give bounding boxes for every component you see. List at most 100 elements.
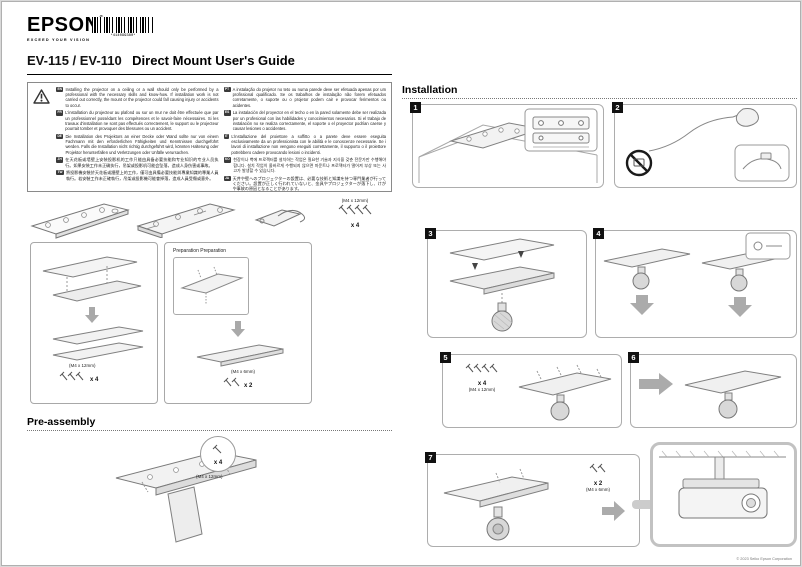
copyright-text: © 2023 Seiko Epson Corporation: [736, 557, 792, 561]
installation-rule: [402, 98, 797, 99]
step7-screw-callout: x 2 (M4 x 6mm): [568, 463, 628, 492]
barcode: *414099380*: [92, 17, 154, 38]
step3-diagram: [449, 238, 555, 332]
lang-tag: TW: [56, 170, 64, 176]
step-number-badge: 4: [593, 228, 604, 239]
warning-row-ko: KO 천장이나 벽에 프로젝터를 설치하는 작업은 필요한 기술과 지식을 갖춘…: [223, 157, 386, 173]
preparation-screw-spec: (M4 x 6mm): [231, 369, 255, 374]
warning-icon: [33, 87, 51, 187]
preparation-box: Preparation Preparation (M4 x 6mm): [164, 242, 312, 404]
document-title: EV-115 / EV-110 Direct Mount User's Guid…: [27, 52, 392, 75]
final-installation-diagram: [659, 450, 786, 519]
step-number-badge: 5: [440, 352, 451, 363]
step-box-5: 5 x 4 (M4 x 12mm): [440, 352, 622, 428]
step6-diagram: [639, 370, 782, 419]
step7-screw-qty: x 2: [593, 481, 603, 487]
warning-text: Installing the projector on a ceiling or…: [65, 87, 219, 108]
assembly-screw-row: x 4: [59, 371, 98, 389]
step7-final-connector: [632, 500, 658, 509]
step-number-badge: 3: [425, 228, 436, 239]
parts-screw-spec: (M4 x 12mm): [341, 198, 369, 203]
step-number-badge: 2: [612, 102, 623, 113]
step-box-3: 3: [425, 228, 587, 338]
preassembly-screw-qty: x 4: [213, 460, 223, 466]
barcode-bars: [92, 17, 154, 33]
part-ceiling-plate-diagram: [134, 196, 236, 243]
step-number-badge: 1: [410, 102, 421, 113]
warning-row-pt: PT A instalação do projetor no teto ou n…: [223, 87, 386, 108]
warning-text: L'installazione del proiettore a soffitt…: [231, 133, 386, 155]
preassembly-screw-spec: (M4 x 12mm): [196, 474, 223, 479]
warning-row-en: EN Installing the projector on a ceiling…: [56, 87, 219, 108]
step1-diagram: [418, 108, 598, 183]
warning-text: 天井や壁へのプロジェクターの設置は、必要な技術と知識を持つ専門業者が行ってくださ…: [232, 175, 386, 191]
lang-tag: KO: [223, 157, 232, 163]
lang-tag: FR: [56, 110, 64, 116]
assembly-exploded-diagram: [37, 251, 149, 310]
part-bracket-cable-diagram: [248, 200, 312, 243]
lang-tag: DE: [56, 133, 64, 140]
assembly-plates-diagram: [49, 325, 149, 366]
step7-screw-spec: (M4 x 6mm): [586, 487, 610, 492]
final-result-box: [650, 442, 797, 547]
step-box-1: 1: [410, 102, 604, 188]
part-mount-rail-diagram: [28, 198, 130, 245]
down-arrow-icon: [231, 321, 245, 342]
warning-text: La instalación del proyector en el techo…: [232, 110, 386, 132]
step5-screw-spec: (M4 x 12mm): [468, 387, 496, 392]
preparation-label: Preparation Preparation: [173, 248, 227, 254]
step5-diagram: [513, 361, 617, 428]
lang-tag: PT: [223, 87, 231, 93]
screws-icon: [223, 377, 241, 395]
warning-row-it: IT L'installazione del proiettore a soff…: [223, 133, 386, 155]
step-box-7: 7 x 2 (M4 x 6mm): [425, 452, 640, 550]
parts-screw-callout: (M4 x 12mm) x 4: [324, 198, 386, 229]
warning-row-de: DE Die Installation des Projektors an ei…: [56, 133, 219, 155]
lang-tag: ZH: [56, 157, 64, 163]
warning-row-tw: TW 將投影機安裝於天花板或牆壁上的工作，僅可由具備必要技能與專業知識的專業人員…: [56, 170, 219, 181]
preparation-inset-box: [173, 257, 249, 315]
assembly-screw-spec: (M4 x 12mm): [69, 363, 96, 368]
warning-text: 將投影機安裝於天花板或牆壁上的工作，僅可由具備必要技能與專業知識的專業人員執行。…: [65, 170, 219, 181]
parts-screw-qty: x 4: [350, 223, 360, 229]
lang-tag: JA: [223, 175, 231, 181]
preassembly-screw-callout: x 4: [200, 436, 236, 472]
lang-tag: ES: [223, 110, 231, 116]
lang-tag: EN: [56, 87, 64, 93]
step7-diagram: [436, 459, 576, 550]
down-arrow-icon: [85, 307, 99, 328]
title-models: EV-115 / EV-110: [27, 53, 122, 68]
screws-icon: [568, 463, 628, 481]
warning-text: 천장이나 벽에 프로젝터를 설치하는 작업은 필요한 기술과 지식을 갖춘 전문…: [233, 157, 386, 173]
preparation-screw-row: x 2: [223, 377, 252, 395]
title-name: Direct Mount User's Guide: [132, 53, 295, 68]
preassembly-rule: [27, 430, 392, 431]
lang-tag: IT: [223, 133, 230, 140]
step2-diagram: [625, 108, 790, 182]
warning-box: EN Installing the projector on a ceiling…: [27, 82, 392, 192]
warning-column-left: EN Installing the projector on a ceiling…: [56, 87, 219, 187]
step5-screw-qty: x 4: [477, 381, 487, 387]
preassembly-heading: Pre-assembly: [27, 416, 96, 428]
assembly-screw-qty: x 4: [90, 377, 99, 383]
screw-icon: [212, 442, 224, 460]
screws-icon: [324, 203, 386, 223]
warning-text: Die Installation des Projektors an einer…: [65, 133, 219, 155]
preassembly-diagram: [106, 436, 271, 556]
logo-text: EPSON: [27, 14, 100, 36]
step-box-4: 4: [593, 228, 797, 338]
preparation-screw-qty: x 2: [244, 383, 253, 389]
warning-text: A instalação do projetor no teto ou numa…: [232, 87, 386, 108]
assembly-box: (M4 x 12mm) x 4: [30, 242, 158, 404]
step-number-badge: 6: [628, 352, 639, 363]
installation-heading: Installation: [402, 84, 458, 96]
step5-screw-callout: x 4 (M4 x 12mm): [453, 363, 511, 392]
step-box-6: 6: [628, 352, 797, 428]
screws-icon: [453, 363, 511, 381]
warning-column-right: PT A instalação do projetor no teto ou n…: [223, 87, 386, 191]
screws-icon: [59, 371, 87, 389]
step4-diagram: [603, 232, 791, 317]
step-box-2: 2: [612, 102, 797, 188]
warning-text: L'installation du projecteur au plafond …: [65, 110, 219, 132]
